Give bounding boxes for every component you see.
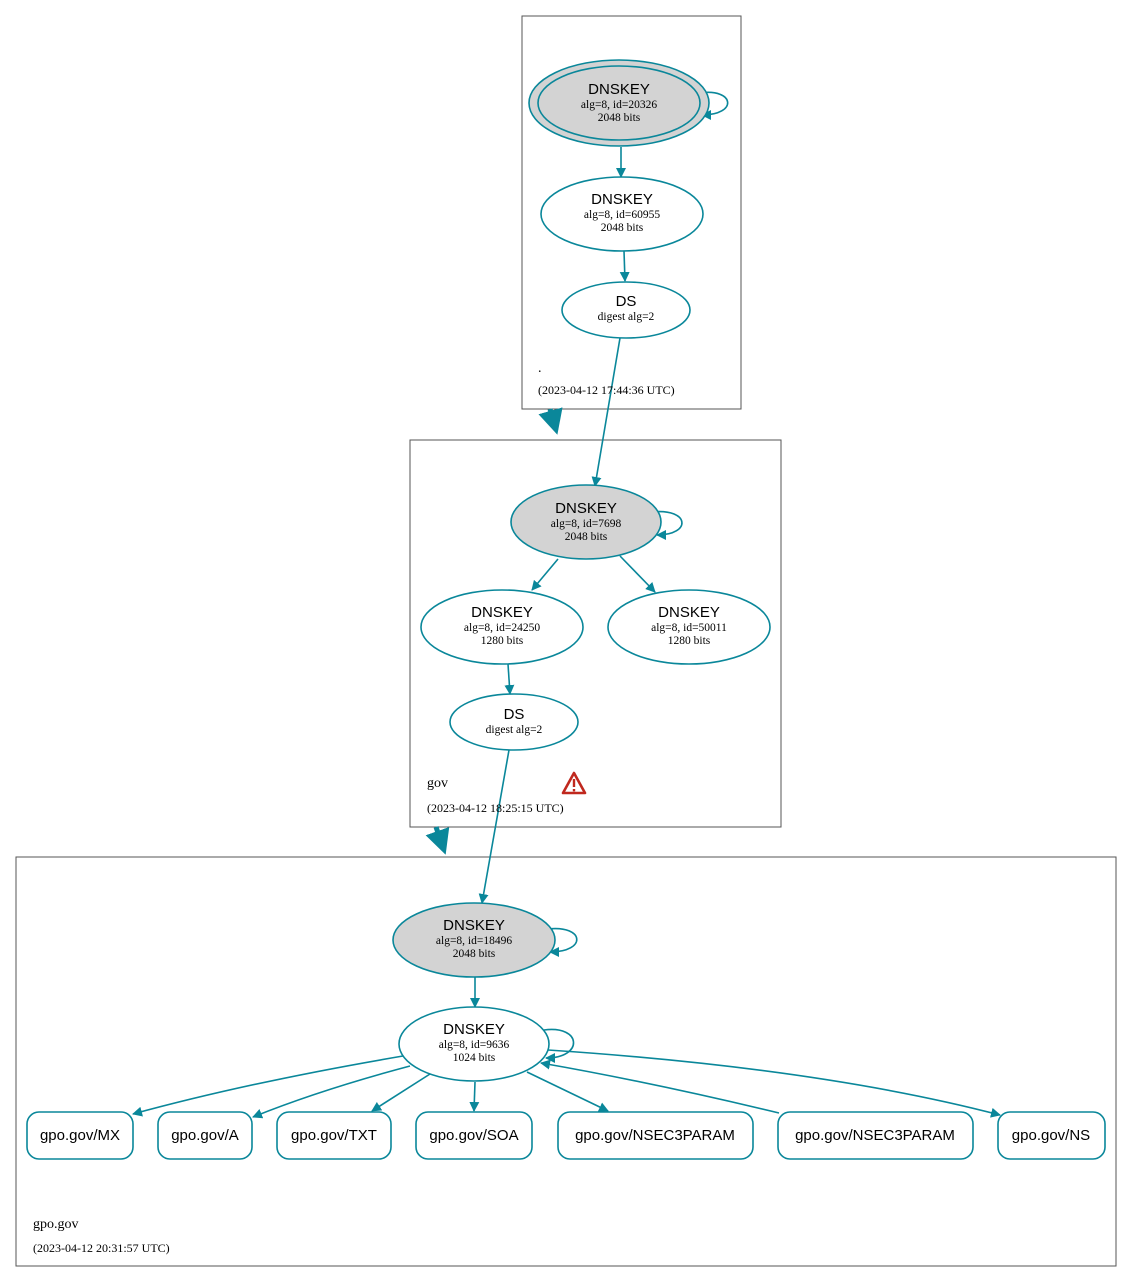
node-bits-label: 2048 bits [598,112,641,124]
edge-root-ds-gov-ksk [591,337,621,487]
node-bits-label: 1280 bits [481,635,524,647]
zone-gpo-name: gpo.gov [33,1217,79,1232]
warning-icon[interactable] [561,771,587,795]
node-bits-label: 2048 bits [565,531,608,543]
node-detail-label: alg=8, id=20326 [581,99,657,111]
node-detail-label: alg=8, id=9636 [439,1039,510,1051]
node-root-zsk[interactable]: DNSKEY alg=8, id=60955 2048 bits [540,176,704,252]
rrset-node-a[interactable]: gpo.gov/A [157,1111,253,1160]
node-gpo-zsk[interactable]: DNSKEY alg=8, id=9636 1024 bits [398,1006,550,1082]
rrset-label: gpo.gov/NSEC3PARAM [575,1127,735,1144]
node-gpo-ksk[interactable]: DNSKEY alg=8, id=18496 2048 bits [392,902,556,978]
node-gov-zsk-50011[interactable]: DNSKEY alg=8, id=50011 1280 bits [607,589,771,665]
node-type-label: DNSKEY [658,604,720,621]
node-gov-zsk-24250[interactable]: DNSKEY alg=8, id=24250 1280 bits [420,589,584,665]
node-type-label: DNSKEY [443,917,505,934]
edge-gpo-zsk-mx [132,1055,404,1117]
node-bits-label: 2048 bits [601,222,644,234]
edge-gov-zsk1-ds [504,663,515,695]
node-detail-label: digest alg=2 [486,724,543,736]
node-type-label: DS [504,706,525,723]
edge-gpo-zsk-soa [469,1081,480,1112]
zone-gov-box [409,439,782,828]
node-bits-label: 2048 bits [453,948,496,960]
node-type-label: DNSKEY [471,604,533,621]
zone-root-box [521,15,742,410]
edge-gov-ksk-zsk2 [619,555,656,593]
edge-gpo-nsec3param-2-zsk [540,1059,780,1114]
edge-gpo-zsk-a [252,1065,411,1119]
node-detail-label: alg=8, id=18496 [436,935,512,947]
rrset-label: gpo.gov/TXT [291,1127,377,1144]
zone-gpo-timestamp: (2023-04-12 20:31:57 UTC) [33,1241,170,1255]
self-loop-gpo-ksk [547,927,578,957]
node-bits-label: 1024 bits [453,1052,496,1064]
node-gov-ksk[interactable]: DNSKEY alg=8, id=7698 2048 bits [510,484,662,560]
rrset-label: gpo.gov/SOA [429,1127,518,1144]
delegation-arrow-gov-gpo [425,826,450,855]
edge-gov-ds-gpo-ksk [478,749,510,904]
rrset-node-nsec3param-1[interactable]: gpo.gov/NSEC3PARAM [557,1111,754,1160]
zone-gov-timestamp: (2023-04-12 18:25:15 UTC) [427,801,564,815]
edge-gpo-zsk-nsec3param-1 [526,1071,609,1112]
rrset-label: gpo.gov/A [171,1127,239,1144]
rrset-node-nsec3param-2[interactable]: gpo.gov/NSEC3PARAM [777,1111,974,1160]
node-detail-label: alg=8, id=60955 [584,209,660,221]
zone-root-name: . [538,361,542,376]
node-detail-label: digest alg=2 [598,311,655,323]
rrset-label: gpo.gov/NSEC3PARAM [795,1127,955,1144]
node-detail-label: alg=8, id=50011 [651,622,727,634]
edge-root-zsk-ds [619,250,630,282]
node-root-ds[interactable]: DS digest alg=2 [561,281,691,339]
delegation-arrow-root-gov [538,407,563,435]
node-detail-label: alg=8, id=7698 [551,518,622,530]
node-type-label: DNSKEY [588,81,650,98]
edge-gpo-zsk-txt [371,1073,431,1112]
rrset-label: gpo.gov/MX [40,1127,120,1144]
node-root-ksk[interactable]: DNSKEY alg=8, id=20326 2048 bits [528,59,710,147]
zone-root-timestamp: (2023-04-12 17:44:36 UTC) [538,383,675,397]
zone-gpo-box [15,856,1117,1267]
node-type-label: DNSKEY [443,1021,505,1038]
rrset-node-ns[interactable]: gpo.gov/NS [997,1111,1106,1160]
node-bits-label: 1280 bits [668,635,711,647]
self-loop-gpo-zsk [543,1028,575,1063]
zone-gov-name: gov [427,776,448,791]
edge-gov-ksk-zsk1 [531,558,559,591]
edge-gpo-zsk-ns [547,1049,1001,1118]
node-detail-label: alg=8, id=24250 [464,622,540,634]
rrset-label: gpo.gov/NS [1012,1127,1090,1144]
node-type-label: DNSKEY [591,191,653,208]
rrset-node-txt[interactable]: gpo.gov/TXT [276,1111,392,1160]
rrset-node-soa[interactable]: gpo.gov/SOA [415,1111,533,1160]
self-loop-root-ksk [699,91,729,120]
node-type-label: DNSKEY [555,500,617,517]
self-loop-gov-ksk [651,510,683,540]
node-type-label: DS [616,293,637,310]
rrset-node-mx[interactable]: gpo.gov/MX [26,1111,134,1160]
node-gov-ds[interactable]: DS digest alg=2 [449,693,579,751]
